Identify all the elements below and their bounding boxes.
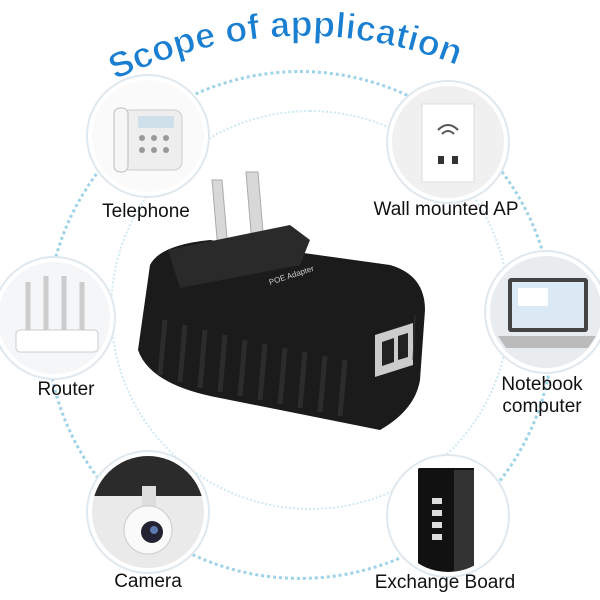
- wall-ap-image: [388, 82, 508, 202]
- label-exchange-board: Exchange Board: [374, 572, 516, 593]
- title-arc: Scope of application: [101, 3, 468, 88]
- label-camera: Camera: [114, 571, 182, 592]
- page-title: Scope of application: [102, 3, 468, 87]
- camera-image: [88, 452, 208, 572]
- router-image: [0, 258, 114, 378]
- label-notebook-line2: computer: [502, 396, 582, 417]
- label-router: Router: [37, 379, 95, 400]
- poe-adapter-image: POE Adapter: [138, 171, 425, 430]
- notebook-image: [486, 252, 600, 372]
- label-telephone: Telephone: [102, 201, 190, 222]
- label-wall-ap: Wall mounted AP: [373, 199, 519, 220]
- label-notebook: Notebook computer: [501, 374, 582, 418]
- label-notebook-line1: Notebook: [501, 374, 583, 395]
- telephone-image: [88, 76, 208, 196]
- exchange-board-image: [388, 456, 508, 576]
